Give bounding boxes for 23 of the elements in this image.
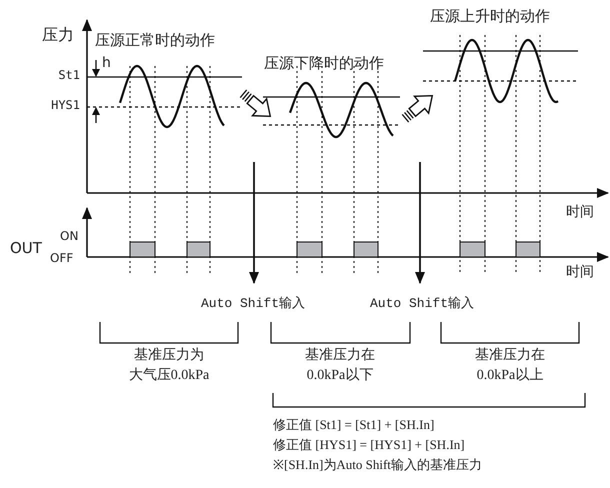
hysteresis-label: HYS1 [51, 99, 80, 113]
set-point-label: St1 [58, 69, 80, 83]
axis-title: 压力 [42, 26, 74, 44]
range-label: 基准压力在 [475, 348, 545, 364]
dimension-label: h [102, 55, 111, 72]
section-title: 压源上升时的动作 [430, 8, 550, 26]
axis-label: OFF [50, 252, 74, 266]
event-label: Auto Shift输入 [370, 297, 474, 312]
axis-label: 时间 [566, 264, 594, 280]
range-label: 0.0kPa以上 [476, 368, 544, 384]
range-label: 基准压力为 [134, 348, 204, 364]
axis-label: ON [60, 230, 78, 244]
range-label: 基准压力在 [305, 348, 375, 364]
section-title: 压源正常时的动作 [95, 32, 215, 50]
formula-text: 修正值 [St1] = [St1] + [SH.In] [273, 418, 434, 433]
event-label: Auto Shift输入 [201, 297, 305, 312]
note-text: ※[SH.In]为Auto Shift输入的基准压力 [273, 458, 482, 473]
section-title: 压源下降时的动作 [264, 55, 384, 72]
axis-title: OUT [10, 240, 42, 258]
formula-text: 修正值 [HYS1] = [HYS1] + [SH.In] [273, 438, 465, 453]
range-label: 0.0kPa以下 [306, 368, 374, 384]
range-label: 大气压0.0kPa [128, 368, 210, 384]
axis-label: 时间 [566, 204, 594, 220]
